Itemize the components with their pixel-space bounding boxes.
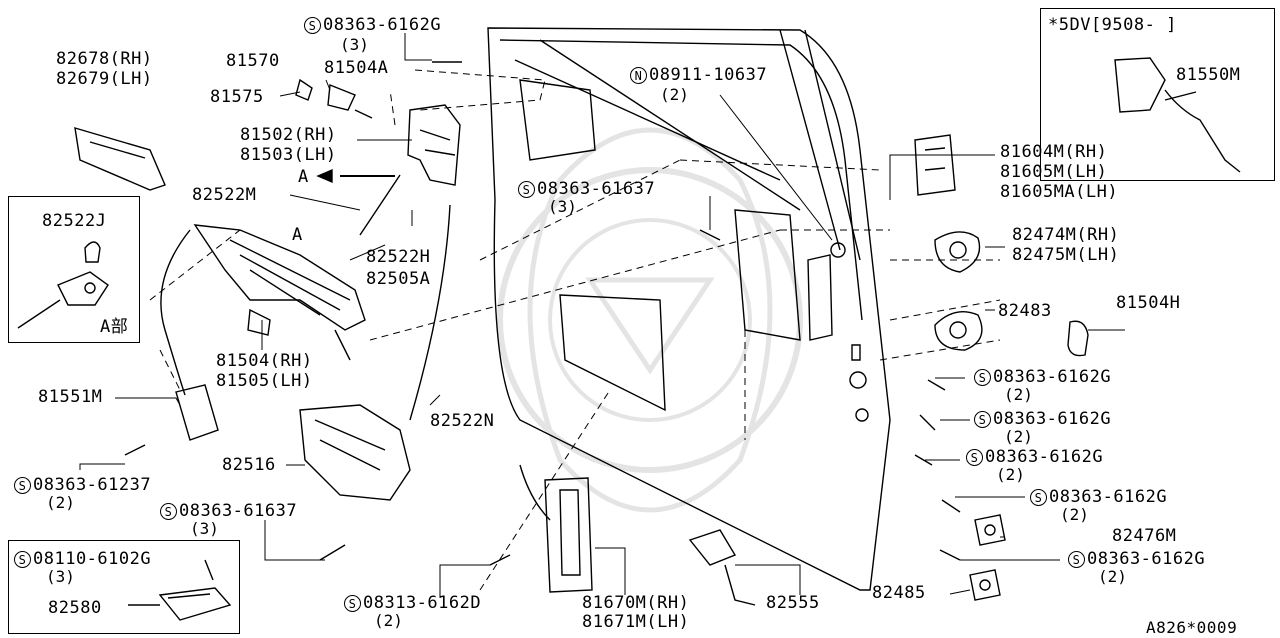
spacer-upper [974, 514, 1006, 546]
grommet-upper [934, 231, 981, 273]
inset-bottom-qty: (3) [46, 567, 75, 586]
part-label: 81670M(RH) [582, 593, 690, 613]
part-label: 81502(RH) [240, 125, 337, 145]
inset-bottom-box [8, 540, 240, 634]
inset-actuator [1114, 57, 1166, 113]
remote-control-linkage [193, 224, 366, 331]
part-label: 82485 [872, 583, 926, 603]
part-label: 81604M(RH) [1000, 142, 1108, 162]
part-label: 82522N [430, 411, 495, 431]
part-qty: (3) [548, 197, 577, 216]
arrow-label: A [298, 167, 309, 187]
part-label: 81605M(LH) [1000, 162, 1108, 182]
inset-a-caption: A部 [100, 317, 129, 337]
door-lock-assembly [407, 104, 461, 186]
bracket-strip [74, 127, 166, 191]
door-opening-upper [519, 79, 596, 161]
part-label: 81503(LH) [240, 145, 337, 165]
part-qty: (2) [660, 85, 689, 104]
part-label: 82679(LH) [56, 69, 153, 89]
part-qty: (2) [46, 493, 75, 512]
part-label: 81505(LH) [216, 371, 313, 391]
part-label: 81504A [324, 58, 389, 78]
watermark-emblem [497, 127, 803, 513]
door-panel-outline [487, 27, 891, 591]
inset-5dv-title: *5DV[9508- ] [1048, 15, 1177, 35]
part-qty: (3) [340, 35, 369, 54]
inset-5dv-box [1040, 8, 1275, 181]
inset-a-part: 82522J [42, 211, 107, 231]
diagram-code: A826*0009 [1146, 618, 1238, 637]
part-label: 81570 [226, 51, 280, 71]
part-label: 82516 [222, 455, 276, 475]
part-label: 82505A [366, 269, 431, 289]
outside-handle-cover [914, 134, 956, 196]
latch-bracket [327, 84, 356, 111]
door-switch [688, 529, 737, 566]
part-label: 82475M(LH) [1012, 245, 1120, 265]
inset-a-box [8, 196, 140, 343]
part-label: 81671M(LH) [582, 612, 690, 632]
grommet-lower [934, 311, 983, 351]
part-qty: (2) [1098, 567, 1127, 586]
door-lock-actuator [175, 384, 219, 441]
part-qty: (3) [190, 519, 219, 538]
part-label: 81504(RH) [216, 351, 313, 371]
part-qty: (2) [996, 465, 1025, 484]
spacer-lower [969, 569, 1001, 601]
part-qty: (2) [1004, 385, 1033, 404]
part-label: 81575 [210, 87, 264, 107]
part-qty: (2) [374, 611, 403, 630]
inset-5dv-part: 81550M [1176, 65, 1241, 85]
part-label: 82476M [1112, 526, 1177, 546]
arrow-label: A [292, 225, 303, 245]
part-label: 82678(RH) [56, 49, 153, 69]
part-label: 82522M [192, 185, 257, 205]
part-label: 81605MA(LH) [1000, 182, 1119, 202]
inside-handle [544, 477, 593, 593]
part-label: 81504H [1116, 293, 1181, 313]
part-label: 81551M [38, 387, 103, 407]
door-opening-lower [559, 294, 666, 412]
rubber-plug [1067, 320, 1089, 357]
door-opening-mid [734, 209, 801, 341]
part-label: 82483 [998, 301, 1052, 321]
part-label: 82522H [366, 247, 431, 267]
inset-bottom-part: 82580 [48, 598, 102, 618]
part-label: 82555 [766, 593, 820, 613]
part-qty: (2) [1060, 505, 1089, 524]
window-motor-unit [299, 404, 411, 501]
part-qty: (2) [1004, 427, 1033, 446]
part-label: 82474M(RH) [1012, 225, 1120, 245]
